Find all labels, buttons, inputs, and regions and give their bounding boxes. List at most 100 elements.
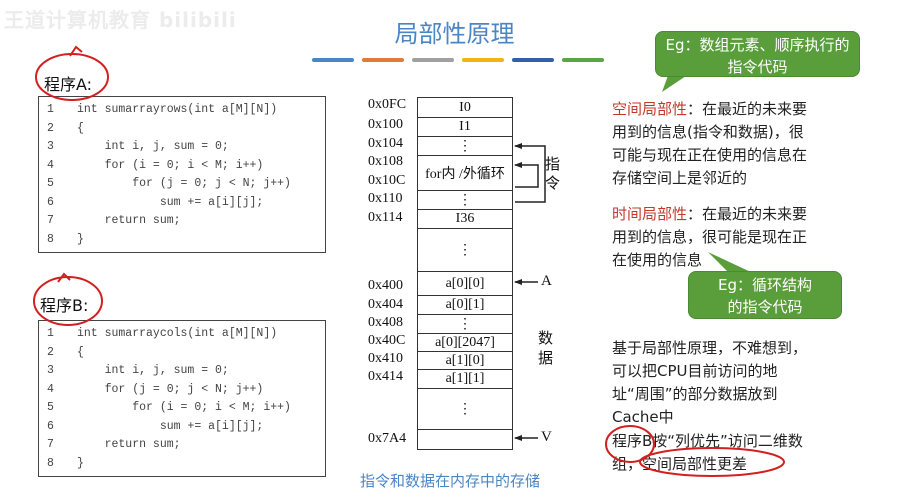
memory-cell: I36 (418, 210, 512, 229)
memory-address: 0x104 (368, 136, 403, 151)
code-line: 5 for (i = 0; i < M; i++) (47, 401, 325, 420)
line-number: 7 (47, 214, 54, 227)
circle-program-a (35, 53, 109, 101)
code-line: 5 for (j = 0; j < N; j++) (47, 177, 325, 196)
code-text: } (77, 232, 84, 246)
title-bar-3 (462, 58, 504, 62)
memory-arrows (514, 143, 546, 441)
code-line: 6 sum += a[i][j]; (47, 196, 325, 215)
code-line: 7 return sum; (47, 214, 325, 233)
memory-cell: ⋮ (418, 315, 512, 334)
mark-b (57, 272, 71, 283)
code-text: } (77, 456, 84, 470)
pointer-v: V (541, 429, 552, 445)
circle-note-program-b (605, 425, 655, 463)
line-number: 4 (47, 382, 54, 396)
code-text: for (i = 0; i < M; i++) (77, 158, 264, 172)
memory-cell: ⋮ (418, 137, 512, 156)
code-text: return sum; (77, 438, 181, 451)
memory-cell: a[0][1] (418, 296, 512, 315)
line-number: 6 (47, 419, 54, 433)
memory-address: 0x400 (368, 278, 403, 293)
memory-address: 0x408 (368, 315, 403, 330)
memory-address: 0x10C (368, 173, 406, 188)
code-text: int i, j, sum = 0; (77, 140, 229, 153)
code-line: 8} (47, 233, 325, 252)
code-text: for (j = 0; j < N; j++) (77, 177, 291, 190)
program-b-label: 程序B: (40, 296, 89, 315)
memory-cell: ⋮ (418, 389, 512, 430)
code-line: 2{ (47, 122, 325, 141)
line-number: 2 (47, 121, 54, 135)
line-number: 3 (47, 364, 54, 377)
memory-address: 0x404 (368, 297, 403, 312)
memory-cell: a[0][0] (418, 272, 512, 296)
inner-loop-arrow (515, 164, 539, 188)
code-text: int sumarraycols(int a[M][N]) (77, 327, 278, 340)
memory-address: 0x110 (368, 191, 403, 206)
circle-program-b (33, 276, 103, 326)
memory-address: 0x410 (368, 351, 403, 366)
memory-cell: a[1][0] (418, 352, 512, 370)
title-bar-0 (312, 58, 354, 62)
code-line: 3 int i, j, sum = 0; (47, 140, 325, 159)
line-number: 1 (47, 327, 54, 340)
memory-address: 0x100 (368, 117, 403, 132)
title-bar-1 (362, 58, 404, 62)
conclusion-text: 基于局部性原理，不难想到，可以把CPU目前访问的地址“周围”的部分数据放到Cac… (612, 339, 808, 426)
title-bar-4 (512, 58, 554, 62)
spatial-body: ：在最近的未来要用到的信息(指令和数据)，很可能与现在正在使用的信息在存储空间上… (612, 100, 808, 187)
code-line: 4 for (j = 0; j < N; j++) (47, 383, 325, 402)
code-line: 4 for (i = 0; i < M; i++) (47, 159, 325, 178)
memory-cell: a[0][2047] (418, 334, 512, 352)
memory-cell: I0 (418, 98, 512, 118)
example-bubble-temporal: Eg：循环结构的指令代码 (688, 271, 842, 319)
memory-address: 0x40C (368, 333, 406, 348)
pointer-a: A (541, 273, 552, 289)
title-bar-2 (412, 58, 454, 62)
code-line: 1 int sumarraycols(int a[M][N]) (47, 327, 325, 346)
line-number: 8 (47, 232, 54, 246)
code-line: 2{ (47, 346, 325, 365)
line-number: 1 (47, 103, 54, 116)
watermark: 王道计算机教育 bilibili (4, 8, 237, 32)
memory-address: 0x108 (368, 154, 403, 169)
data-label: 数据 (538, 329, 554, 367)
temporal-body: ：在最近的未来要用到的信息，很可能是现在正在使用的信息 (612, 205, 808, 269)
memory-address: 0x0FC (368, 97, 407, 112)
line-number: 8 (47, 456, 54, 470)
circle-note-spatial-worse (639, 447, 785, 477)
title-bar-5 (562, 58, 604, 62)
memory-cell: ⋮ (418, 229, 512, 272)
code-text: for (j = 0; j < N; j++) (77, 382, 264, 396)
memory-address: 0x114 (368, 210, 403, 225)
outer-loop-arrow (515, 145, 546, 203)
code-line: 7 return sum; (47, 438, 325, 457)
line-number: 7 (47, 438, 54, 451)
line-number: 4 (47, 158, 54, 172)
line-number: 6 (47, 195, 54, 209)
code-text: int i, j, sum = 0; (77, 364, 229, 377)
code-text: { (77, 121, 84, 135)
example-bubble-spatial: Eg：数组元素、顺序执行的指令代码 (655, 31, 860, 77)
title-color-bars (312, 58, 604, 62)
diagram-caption: 指令和数据在内存中的存储 (360, 472, 541, 490)
mark-a (69, 45, 83, 57)
line-number: 5 (47, 401, 54, 414)
spatial-locality-text: 空间局部性：在最近的未来要用到的信息(指令和数据)，很可能与现在正在使用的信息在… (612, 98, 812, 190)
code-line: 3 int i, j, sum = 0; (47, 364, 325, 383)
code-text: sum += a[i][j]; (77, 195, 264, 209)
memory-address: 0x7A4 (368, 431, 407, 446)
code-text: return sum; (77, 214, 181, 227)
memory-cell: I1 (418, 118, 512, 137)
program-a-label: 程序A: (44, 75, 93, 94)
code-text: { (77, 345, 84, 359)
memory-cell: for内 /外循环 (418, 156, 512, 191)
instruction-label: 指令 (545, 155, 561, 192)
memory-cell: ⋮ (418, 191, 512, 210)
code-text: sum += a[i][j]; (77, 419, 264, 433)
line-number: 2 (47, 345, 54, 359)
